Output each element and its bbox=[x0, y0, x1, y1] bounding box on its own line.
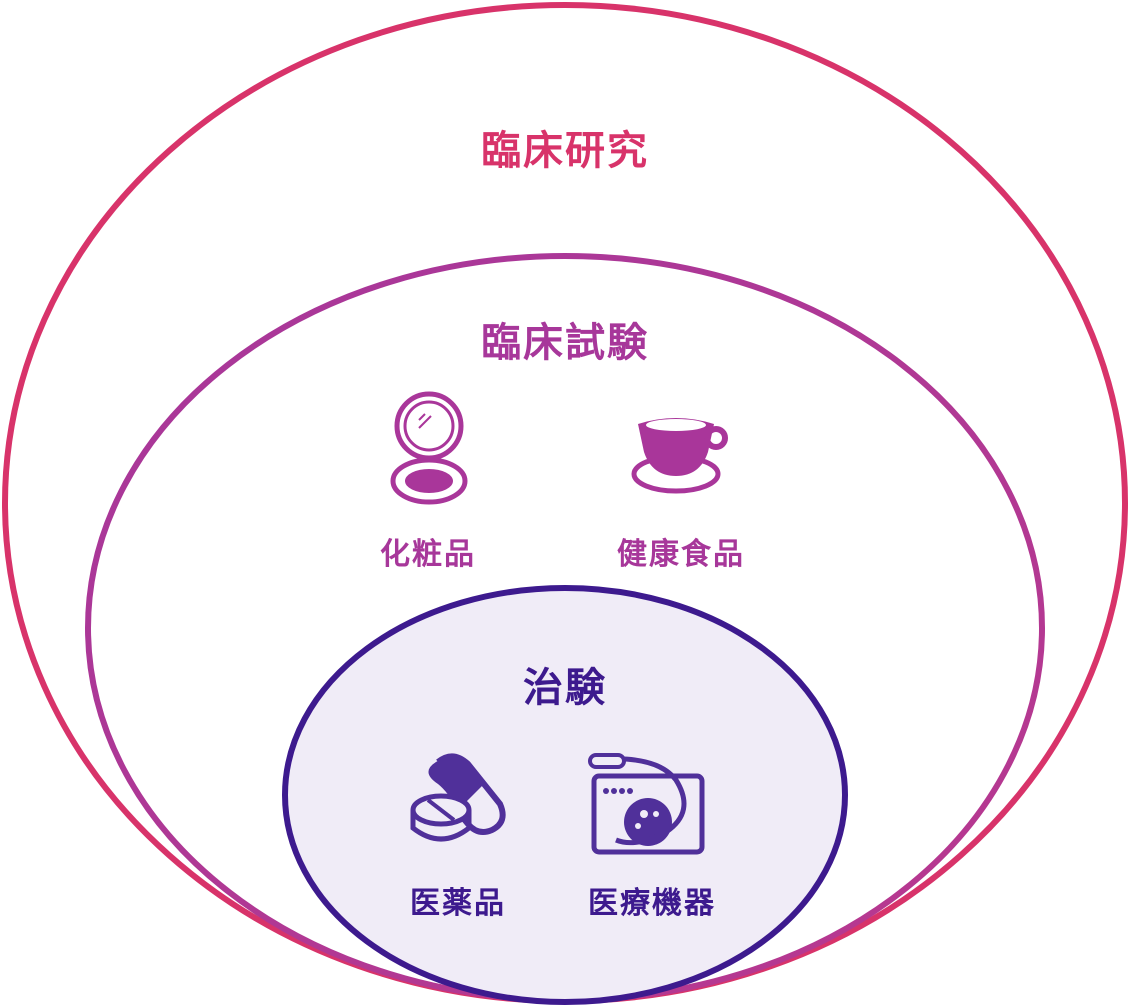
cosmetics-label: 化粧品 bbox=[380, 537, 476, 572]
clinical-research-title: 臨床研究 bbox=[481, 128, 649, 174]
compact-mirror-icon bbox=[390, 391, 468, 505]
chiken-ellipse bbox=[282, 585, 848, 1005]
clinical-trial-title: 臨床試験 bbox=[481, 320, 649, 366]
endoscope-monitor-icon bbox=[588, 753, 705, 855]
chiken-title: 治験 bbox=[523, 665, 607, 711]
health-food-label: 健康食品 bbox=[617, 537, 745, 572]
teacup-icon bbox=[631, 418, 728, 494]
pills-icon bbox=[410, 753, 506, 842]
pharmaceuticals-label: 医薬品 bbox=[410, 886, 506, 921]
medical-devices-label: 医療機器 bbox=[588, 886, 716, 921]
